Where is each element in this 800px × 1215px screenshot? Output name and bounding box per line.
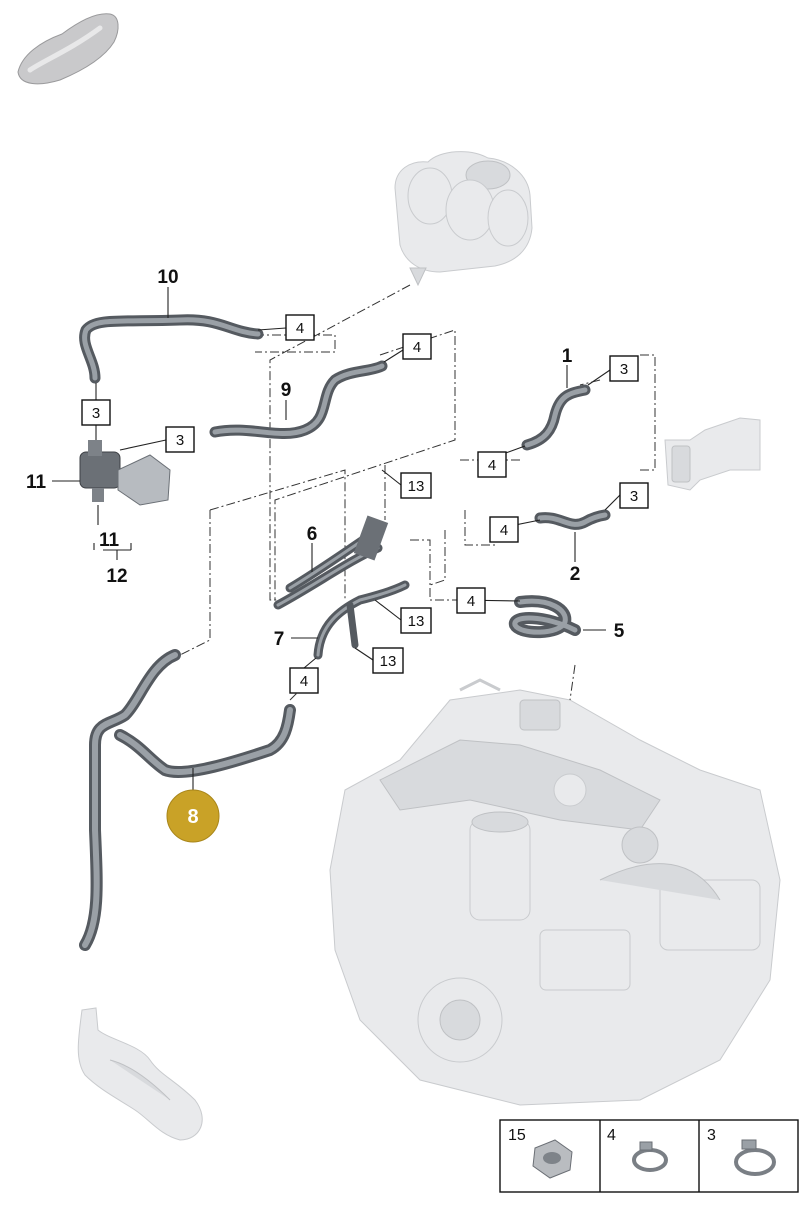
callout-9[interactable]: 9 <box>281 380 292 401</box>
hose-9[interactable] <box>209 360 388 440</box>
lower-pipe-connector <box>77 1007 203 1141</box>
svg-text:4: 4 <box>500 522 508 539</box>
car-thumbnail-icon[interactable] <box>17 13 119 85</box>
callout-11-group[interactable]: 11 <box>99 530 120 551</box>
box-callout-4[interactable]: 4 <box>289 667 319 694</box>
svg-text:13: 13 <box>408 613 425 630</box>
legend-cell-4[interactable]: 4 <box>607 1127 668 1172</box>
hose-8[interactable] <box>79 649 296 951</box>
svg-text:4: 4 <box>488 457 496 474</box>
callout-7[interactable]: 7 <box>274 629 285 650</box>
svg-text:4: 4 <box>607 1127 616 1144</box>
svg-text:3: 3 <box>92 405 100 422</box>
svg-text:3: 3 <box>176 432 184 449</box>
box-callout-13[interactable]: 13 <box>400 607 432 634</box>
highlighted-callout-8[interactable]: 8 <box>166 789 220 843</box>
box-callout-4[interactable]: 4 <box>477 451 507 478</box>
hose-10[interactable] <box>79 314 264 384</box>
hose-7[interactable] <box>313 580 410 660</box>
hose-clamp-icon <box>734 1139 776 1176</box>
box-callout-3[interactable]: 3 <box>619 482 649 509</box>
box-callout-13[interactable]: 13 <box>400 472 432 499</box>
callout-6[interactable]: 6 <box>307 524 318 545</box>
svg-text:8: 8 <box>187 806 198 828</box>
callout-10[interactable]: 10 <box>157 267 178 288</box>
svg-text:4: 4 <box>467 593 475 610</box>
legend-cell-3[interactable]: 3 <box>707 1127 776 1176</box>
right-pipe-connector <box>664 417 761 491</box>
callout-2[interactable]: 2 <box>570 564 581 585</box>
svg-text:3: 3 <box>707 1127 716 1144</box>
box-callout-4[interactable]: 4 <box>456 587 486 614</box>
callout-1[interactable]: 1 <box>562 346 573 367</box>
box-callout-4[interactable]: 4 <box>489 516 519 543</box>
hose-1[interactable] <box>521 384 591 451</box>
boxed-callouts: 3 3 3 3 4 4 4 4 <box>81 314 649 694</box>
water-pump-icon[interactable] <box>79 440 171 506</box>
box-callout-4[interactable]: 4 <box>285 314 315 341</box>
box-callout-3[interactable]: 3 <box>609 355 639 382</box>
svg-text:13: 13 <box>380 653 397 670</box>
box-callout-3[interactable]: 3 <box>165 426 195 453</box>
callout-11-pump[interactable]: 11 <box>26 472 47 493</box>
svg-text:3: 3 <box>620 361 628 378</box>
hose-clamp-icon <box>632 1141 668 1172</box>
box-callout-4[interactable]: 4 <box>402 333 432 360</box>
hose-2[interactable] <box>534 509 611 530</box>
svg-text:13: 13 <box>408 478 425 495</box>
hose-6[interactable] <box>273 515 389 610</box>
svg-text:15: 15 <box>508 1127 526 1144</box>
hex-nut-icon <box>532 1139 573 1179</box>
callout-labels: 1 2 5 6 7 9 10 11 11 12 <box>26 267 625 650</box>
box-callout-3[interactable]: 3 <box>81 399 111 426</box>
box-callout-13[interactable]: 13 <box>372 647 404 674</box>
callout-5[interactable]: 5 <box>614 621 625 642</box>
legend-cell-15[interactable]: 15 <box>508 1127 573 1179</box>
svg-text:4: 4 <box>300 673 308 690</box>
callout-12[interactable]: 12 <box>106 566 127 587</box>
parts-legend: 15 4 3 <box>499 1119 799 1193</box>
svg-text:4: 4 <box>413 339 421 356</box>
hose-5[interactable] <box>509 595 581 639</box>
expansion-tank <box>394 151 533 287</box>
svg-text:3: 3 <box>630 488 638 505</box>
engine-block <box>329 678 781 1106</box>
svg-text:4: 4 <box>296 320 304 337</box>
